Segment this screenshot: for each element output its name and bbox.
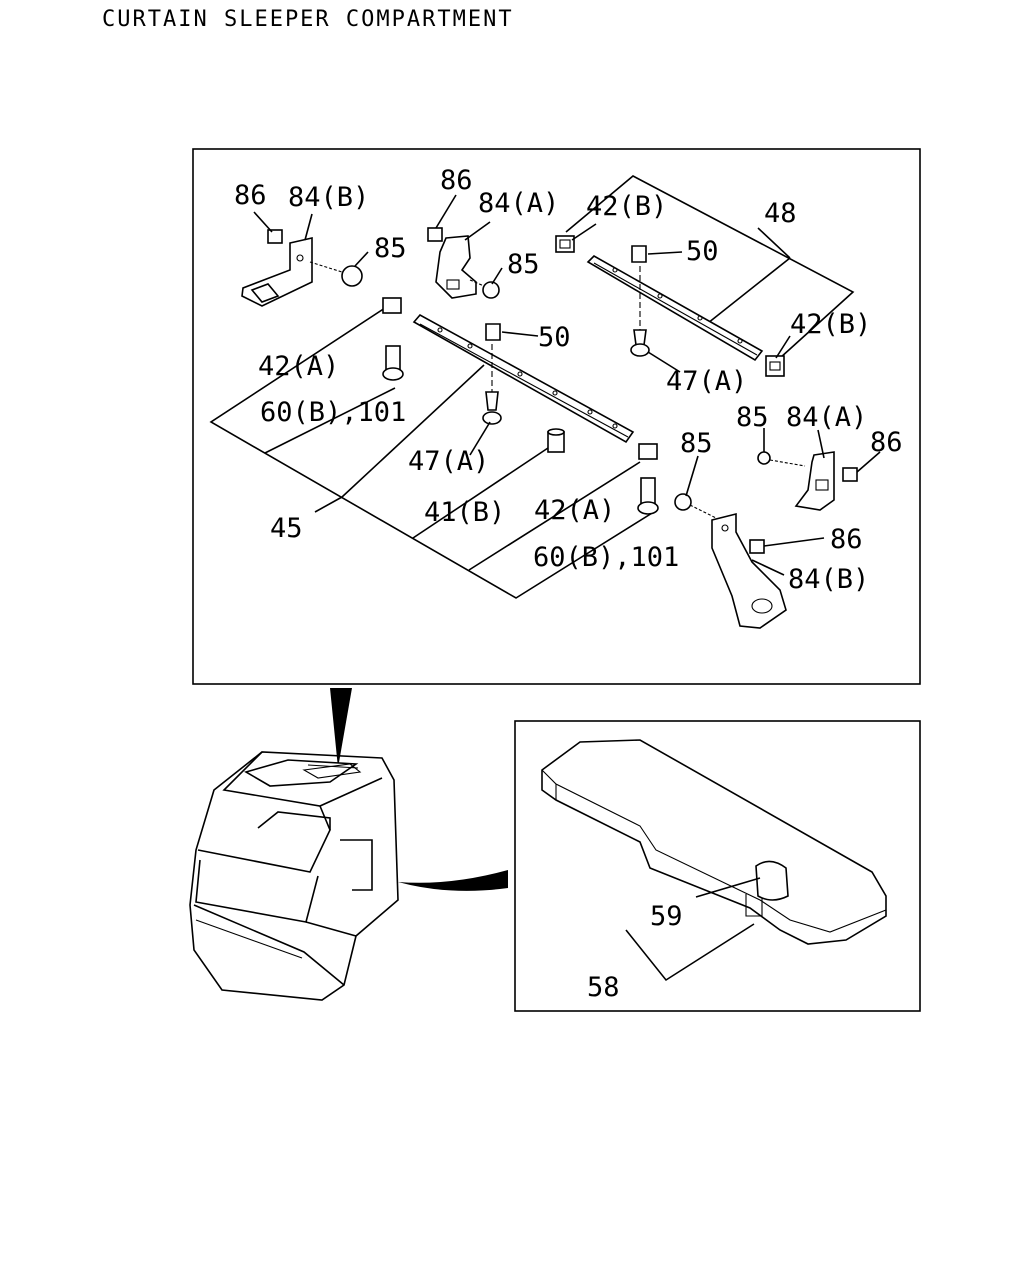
- clip-42a-b: [638, 443, 658, 460]
- label-60b-a: 60(B),101: [260, 397, 406, 428]
- leader-60b-a: [264, 387, 396, 454]
- truck-cab-illustration: [189, 751, 399, 1001]
- rail-48: [586, 255, 764, 362]
- bracket-84a-top: [435, 235, 477, 299]
- rail-45: [412, 313, 635, 444]
- nut-86-b: [427, 227, 443, 242]
- pointer-cab-detail: [398, 870, 508, 891]
- label-42a-b: 42(A): [534, 495, 615, 526]
- clip-42b-a: [555, 235, 575, 253]
- screw-85-a: [309, 261, 363, 287]
- bracket-48: [565, 175, 855, 359]
- label-41b: 41(B): [424, 497, 505, 528]
- label-42a-a: 42(A): [258, 351, 339, 382]
- clip-50-b: [485, 323, 501, 341]
- diagram-title: CURTAIN SLEEPER COMPARTMENT: [102, 7, 514, 32]
- label-86-a: 86: [234, 180, 267, 211]
- nut-86-d: [749, 539, 765, 554]
- bolt-60b-a: [382, 345, 404, 381]
- label-84b-a: 84(B): [288, 182, 369, 213]
- curtain-detail-frame: [514, 720, 921, 1012]
- label-47a-a: 47(A): [666, 366, 747, 397]
- leader-48-rail: [702, 257, 791, 328]
- pointer-roof-detail: [330, 688, 352, 768]
- leader-45-rail: [341, 364, 485, 498]
- label-84b-b: 84(B): [788, 564, 869, 595]
- label-85-b: 85: [507, 249, 540, 280]
- label-59: 59: [650, 901, 683, 932]
- bracket-84b-top: [241, 236, 313, 307]
- detail-panel-frame: [192, 148, 921, 685]
- nut-86-c: [842, 467, 858, 482]
- leader-58: [625, 923, 755, 982]
- label-47a-b: 47(A): [408, 446, 489, 477]
- screw-85-c: [757, 451, 806, 467]
- bracket-45: [209, 307, 658, 599]
- bracket-84a-right: [794, 451, 835, 511]
- label-84a-b: 84(A): [786, 402, 867, 433]
- leader-48: [757, 227, 791, 259]
- bolt-60b-b: [637, 477, 659, 515]
- label-48: 48: [764, 198, 797, 229]
- clip-50-a: [631, 245, 647, 263]
- leader-42a-b: [468, 461, 641, 571]
- label-85-d: 85: [680, 428, 713, 459]
- label-84a-a: 84(A): [478, 188, 559, 219]
- screw-47a-a: [630, 266, 650, 357]
- leader-lines: [253, 194, 881, 576]
- curtain-bundle-58: [541, 739, 887, 945]
- label-42b-a: 42(B): [586, 191, 667, 222]
- clip-42b-b: [765, 355, 785, 377]
- bracket-84b-bottom: [711, 512, 787, 629]
- label-86-c: 86: [870, 427, 903, 458]
- label-85-c: 85: [736, 402, 769, 433]
- label-58: 58: [587, 972, 620, 1003]
- label-86-b: 86: [440, 165, 473, 196]
- screw-85-b: [469, 279, 500, 299]
- leader-45: [314, 496, 343, 513]
- label-60b-b: 60(B),101: [533, 542, 679, 573]
- label-50-b: 50: [538, 322, 571, 353]
- leader-59: [695, 877, 761, 898]
- screw-47a-b: [482, 344, 502, 425]
- leader-41b: [412, 447, 549, 539]
- label-45: 45: [270, 513, 303, 544]
- clip-42a-a: [382, 297, 402, 314]
- label-42b-b: 42(B): [790, 309, 871, 340]
- nut-86-a: [267, 229, 283, 244]
- screw-85-d: [674, 493, 717, 519]
- label-85-a: 85: [374, 233, 407, 264]
- label-86-d: 86: [830, 524, 863, 555]
- stopper-41b: [547, 428, 565, 453]
- label-50-a: 50: [686, 236, 719, 267]
